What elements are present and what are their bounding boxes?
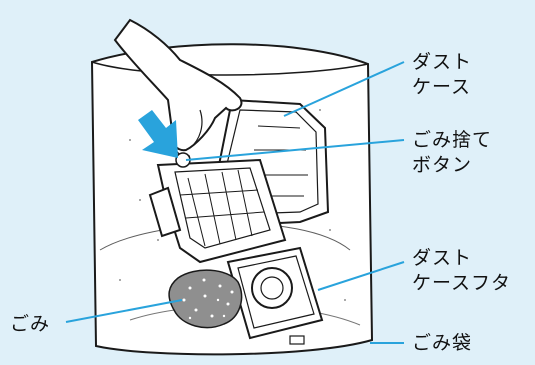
label-dust-case: ダスト ケース (412, 51, 473, 98)
dust-case-lid (226, 246, 324, 345)
leader-lines (65, 61, 405, 344)
press-arrow-icon (138, 110, 178, 158)
label-garbage: ごみ (10, 313, 51, 335)
label-dump-button: ごみ捨て ボタン (412, 129, 493, 176)
dust-filter (148, 158, 287, 264)
label-garbage-bag: ごみ袋 (412, 332, 473, 354)
label-dust-case-lid: ダスト ケースフタ (412, 247, 512, 294)
garbage-clump (168, 269, 243, 329)
